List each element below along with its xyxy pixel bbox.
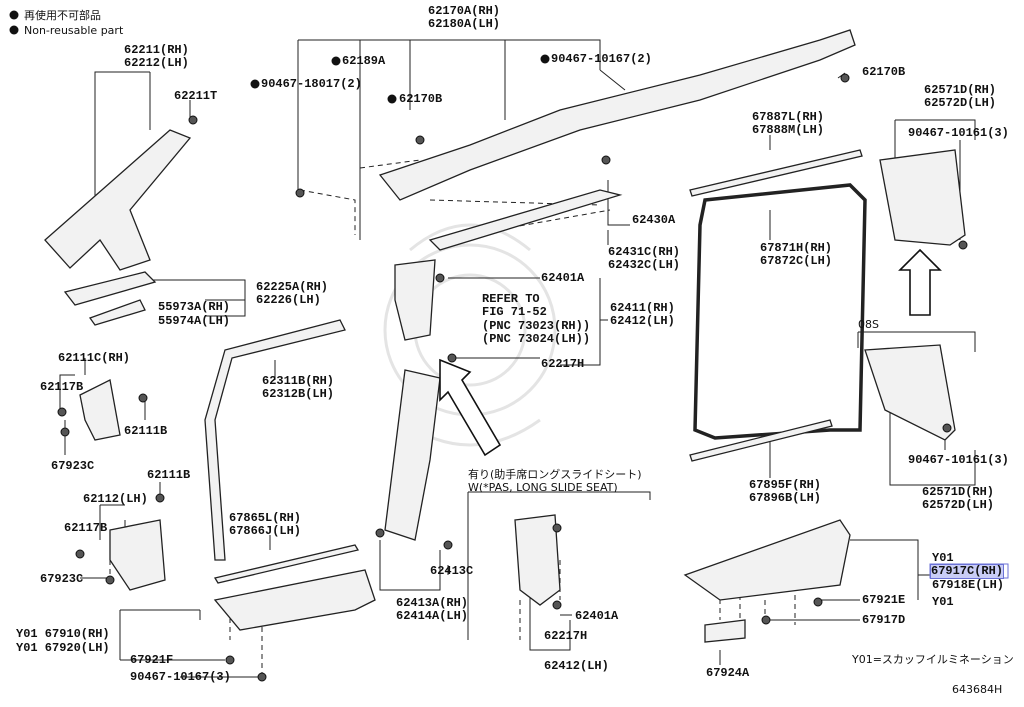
part-label: 62430A	[632, 213, 676, 227]
part-label: 62112(LH)	[83, 492, 148, 506]
part-label: 90467-10167(2)	[551, 52, 652, 66]
part-label: 62117B	[40, 380, 84, 394]
part-label-highlighted[interactable]: 67917C(RH)	[929, 564, 1005, 579]
part-label: 62111B	[124, 424, 168, 438]
part-label: 67923C	[51, 459, 95, 473]
part-label: 62414A(LH)	[396, 609, 469, 623]
part-label: 62312B(LH)	[262, 387, 335, 401]
part-label: 62225A(RH)	[256, 280, 329, 294]
part-label: 67896B(LH)	[749, 491, 822, 505]
part-label: Y01 67910(RH)	[16, 627, 110, 641]
refer-note: REFER TO	[482, 292, 540, 306]
illustration-reference: 643684H	[952, 683, 1003, 696]
part-label: 90467-18017(2)	[261, 77, 362, 91]
part-label: 62413C	[430, 564, 474, 578]
condition-note-en: W(*PAS, LONG SLIDE SEAT)	[468, 481, 618, 494]
part-label: 62572D(LH)	[924, 96, 997, 110]
part-label: 62117B	[64, 521, 108, 535]
part-label: 62211(RH)	[124, 43, 189, 57]
part-label: Y01 67920(LH)	[16, 641, 110, 655]
part-label: 62170A(RH)	[428, 4, 501, 18]
leader-lines	[59, 39, 976, 678]
part-label: 62217H	[541, 357, 585, 371]
part-label: 62431C(RH)	[608, 245, 681, 259]
part-label: 62412(LH)	[610, 314, 675, 328]
refer-note: (PNC 73024(LH))	[482, 332, 591, 346]
part-label: 90467-10161(3)	[908, 453, 1009, 467]
part-label: 62572D(LH)	[922, 498, 995, 512]
parts	[44, 29, 966, 643]
part-label: 67895F(RH)	[749, 478, 822, 492]
legend-non-reusable-en: Non-reusable part	[24, 24, 124, 37]
refer-note: (PNC 73023(RH))	[482, 319, 591, 333]
part-label: 62401A	[541, 271, 585, 285]
part-label: 67921F	[130, 653, 174, 667]
condition-note-jp: 有り(助手席ロングスライドシート)	[468, 468, 642, 481]
part-label: 62226(LH)	[256, 293, 321, 307]
part-label: 62111B	[147, 468, 191, 482]
highlight-box	[929, 563, 1009, 579]
part-label: 62411(RH)	[610, 301, 675, 315]
part-label: 62189A	[342, 54, 386, 68]
part-label: 62413A(RH)	[396, 596, 469, 610]
part-label: 55974A(LH)	[158, 314, 231, 328]
part-label: 62311B(RH)	[262, 374, 335, 388]
part-label: 62212(LH)	[124, 56, 189, 70]
variant-code: 08S	[858, 318, 879, 331]
part-label: 62571D(RH)	[922, 485, 995, 499]
part-label: 67917D	[862, 613, 906, 627]
part-label: 62432C(LH)	[608, 258, 681, 272]
part-label: 67923C	[40, 572, 84, 586]
part-label: 67871H(RH)	[760, 241, 833, 255]
part-label: 67924A	[706, 666, 750, 680]
part-label: 67887L(RH)	[752, 110, 825, 124]
part-label: 67888M(LH)	[752, 123, 825, 137]
part-label: 67921E	[862, 593, 906, 607]
part-label: 62217H	[544, 629, 588, 643]
part-label: 67872C(LH)	[760, 254, 833, 268]
part-label: 90467-10161(3)	[908, 126, 1009, 140]
option-code: Y01	[932, 595, 954, 609]
option-code: Y01	[932, 551, 954, 565]
part-label: 90467-10167(3)	[130, 670, 231, 684]
part-label: 67918E(LH)	[932, 578, 1005, 592]
arrows	[439, 248, 942, 457]
option-code-note: Y01=スカッフイルミネーション	[852, 653, 1014, 666]
legend-non-reusable-jp: 再使用不可部品	[24, 9, 101, 22]
part-label: 67866J(LH)	[229, 524, 302, 538]
part-label: 62571D(RH)	[924, 83, 997, 97]
non-reusable-markers	[9, 10, 550, 104]
part-label: 62111C(RH)	[58, 351, 131, 365]
part-label: 62211T	[174, 89, 218, 103]
clips	[57, 73, 968, 682]
part-label: 62401A	[575, 609, 619, 623]
part-label: 67865L(RH)	[229, 511, 302, 525]
part-label: 55973A(RH)	[158, 300, 231, 314]
part-label: 62170B	[399, 92, 443, 106]
part-label: 62180A(LH)	[428, 17, 501, 31]
refer-note: FIG 71-52	[482, 305, 547, 319]
part-label: 62170B	[862, 65, 906, 79]
part-label: 62412(LH)	[544, 659, 609, 673]
